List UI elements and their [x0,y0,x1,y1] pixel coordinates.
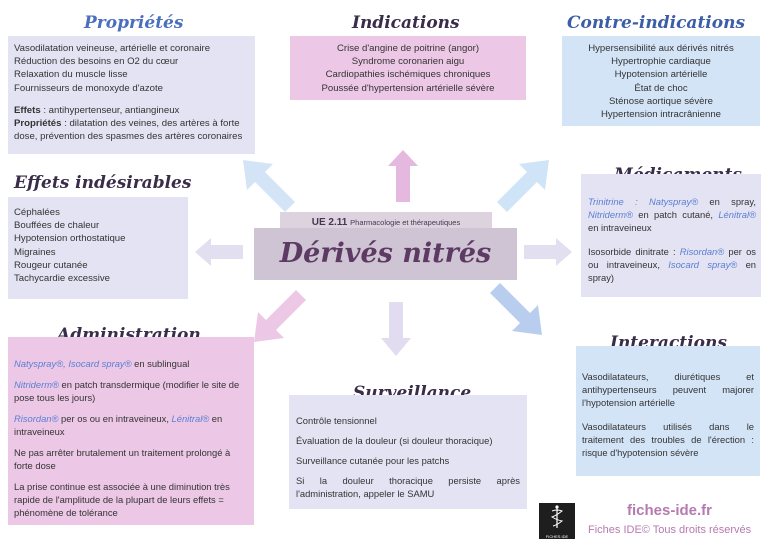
effets-label: Effets [14,104,41,116]
contre-indication-line: Hypertension intracrânienne [601,109,721,121]
arrow-lower-right-icon [490,283,542,335]
effet-line: Migraines [14,246,56,258]
administration-box: Natyspray®, Isocard spray® en sublingual… [8,337,254,525]
interactions-p2: Vasodilatateurs utilisés dans le traitem… [582,421,754,458]
risordan-brand: Risordan® [14,413,59,424]
contre-indications-title: Contre-indications [567,13,746,33]
effet-line: Céphalées [14,207,60,218]
effet-line: Hypotension orthostatique [14,233,126,245]
isosorbide-label: Isosorbide dinitrate : [588,246,680,257]
effet-line: Rougeur cutanée [14,259,88,271]
arrow-up-icon [388,150,418,202]
caduceus-icon [550,505,564,528]
indications-box: Crise d'angine de poitrine (angor) Syndr… [290,36,526,100]
interactions-box: Vasodilatateurs, diurétiques et antihype… [576,346,760,476]
center-title-box [254,228,517,280]
proprietes-line: Fournisseurs de monoxyde d'azote [14,82,164,94]
site-link[interactable]: fiches-ide.fr [627,502,713,519]
surveillance-line: Contrôle tensionnel [296,415,377,426]
medicaments-text: en spray, [698,196,756,207]
contre-indication-line: État de choc [634,82,688,94]
trinitrine-label: Trinitrine : [588,196,649,207]
medicaments-text: per os ou intraveineux, [588,246,756,270]
arrow-upper-left-icon [243,160,295,212]
administration-p4: Ne pas arrêter brutalement un traitement… [14,447,231,471]
surveillance-line: Évaluation de la douleur (si douleur tho… [296,435,493,446]
logo-text: FICHES IDE [545,534,569,539]
arrow-lower-left-icon [254,290,306,342]
medicaments-isosorbide: Isosorbide dinitrate : Risordan® per os … [588,245,756,284]
lenitral-brand: Lénitral® [718,209,756,220]
surveillance-line: Si la douleur thoracique persiste après … [296,475,520,499]
arrow-right-icon [524,238,572,266]
administration-text: en sublingual [131,358,190,369]
fiches-ide-logo: FICHES IDE [539,503,575,539]
indications-line: Cardiopathies ischémiques chroniques [325,69,491,81]
page-title: Dérivés nitrés [279,238,492,269]
effets-line: Effets : antihypertenseur, antiangineux [14,104,249,117]
proprietes-title: Propriétés [84,13,184,33]
interactions-p1: Vasodilatateurs, diurétiques et antihype… [582,371,754,408]
isocard-brand: Isocard spray® [68,358,132,369]
contre-indication-line: Hypersensibilité aux dérivés nitrés [588,43,734,54]
contre-indication-line: Sténose aortique sévère [609,95,713,107]
copyright: Fiches IDE© Tous droits réservés [588,524,752,536]
surveillance-box: Contrôle tensionnel Évaluation de la dou… [289,395,527,509]
effet-line: Tachycardie excessive [14,273,110,285]
contre-indication-line: Hypotension artérielle [614,69,708,81]
contre-indications-box: Hypersensibilité aux dérivés nitrés Hype… [562,36,760,126]
proprietes-label: Propriétés [14,118,62,130]
effet-line: Bouffées de chaleur [14,220,100,232]
medicaments-box: Trinitrine : Natyspray® en spray, Nitrid… [581,174,761,297]
administration-p1: Natyspray®, Isocard spray® en sublingual [14,357,248,370]
medicaments-text: en spray) [588,259,756,283]
medicaments-text: en patch cutané, [632,209,719,220]
surveillance-line: Surveillance cutanée pour les patchs [296,455,450,466]
indications-title: Indications [352,13,460,33]
nitriderm-brand: Nitriderm® [14,379,59,390]
isocard-brand: Isocard spray® [668,259,738,270]
administration-text: en intraveineux [14,413,223,437]
contre-indication-line: Hypertrophie cardiaque [611,56,711,68]
arrow-down-icon [381,302,411,356]
ue-subtitle: Pharmacologie et thérapeutiques [350,218,461,227]
proprietes-detail-text: : dilatation des veines, des artères à f… [14,118,243,143]
effets-text: : antihypertenseur, antiangineux [40,104,180,116]
arrow-upper-right-icon [497,160,549,212]
medicaments-text: en intraveineux [588,222,652,233]
administration-text: en patch transdermique (modifier le site… [14,379,240,403]
arrow-left-icon [195,238,243,266]
administration-p5: La prise continue est associée à une dim… [14,481,230,518]
indications-line: Syndrome coronarien aigu [351,56,465,68]
indications-line: Crise d'angine de poitrine (angor) [336,43,480,54]
indications-line: Poussée d'hypertension artérielle sévère [321,82,495,94]
nitriderm-brand: Nitriderm® [588,209,633,220]
proprietes-detail-line: Propriétés : dilatation des veines, des … [14,117,249,143]
lenitral-brand: Lénitral® [171,413,210,424]
proprietes-box: Vasodilatation veineuse, artérielle et c… [8,36,255,154]
proprietes-line: Vasodilatation veineuse, artérielle et c… [14,43,211,54]
natyspray-brand: Natyspray® [649,196,699,207]
natyspray-brand: Natyspray®, [14,358,69,369]
administration-p3: Risordan® per os ou en intraveineux, Lén… [14,412,248,438]
effets-indesirables-title: Effets indésirables [14,173,192,193]
administration-p2: Nitriderm® en patch transdermique (modif… [14,378,248,404]
medicaments-trinitrine: Trinitrine : Natyspray® en spray, Nitrid… [588,195,756,234]
effets-indesirables-box: Céphalées Bouffées de chaleur Hypotensio… [8,197,188,299]
proprietes-line: Relaxation du muscle lisse [14,69,128,81]
administration-text: per os ou en intraveineux, [58,413,172,424]
proprietes-line: Réduction des besoins en O2 du cœur [14,56,179,68]
ue-code: UE 2.11 [311,217,348,228]
risordan-brand: Risordan® [679,246,725,257]
